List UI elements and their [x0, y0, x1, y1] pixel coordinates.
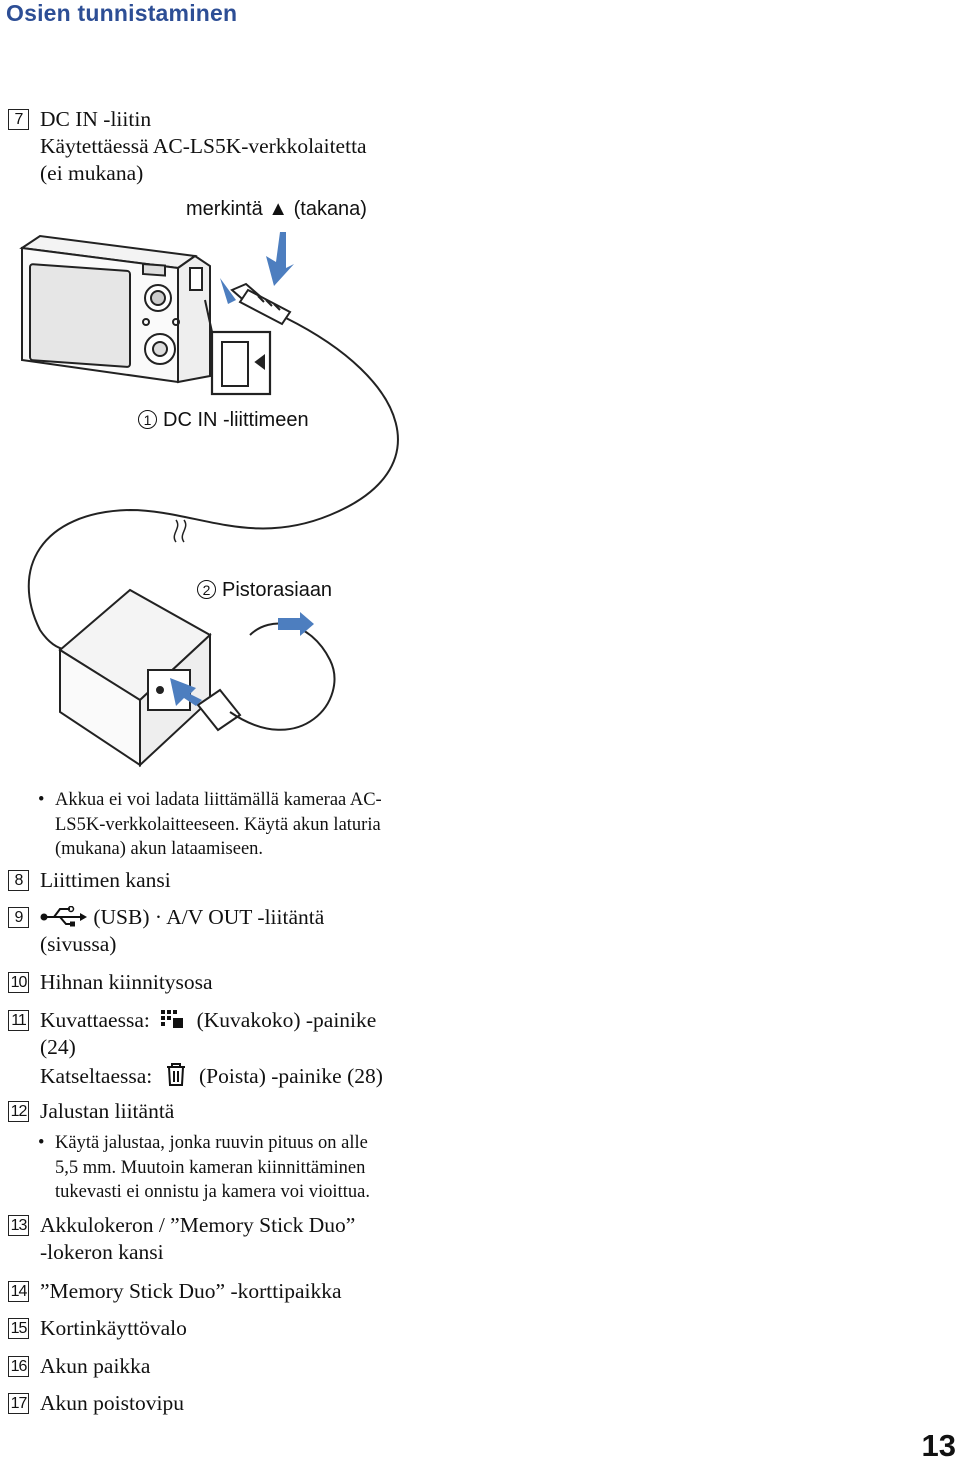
item-number: 11	[8, 1010, 29, 1031]
step-text: Pistorasiaan	[222, 579, 333, 601]
item-number: 12	[8, 1101, 29, 1122]
image-size-icon	[161, 1010, 184, 1028]
note-line: 5,5 mm. Muutoin kameran kiinnittäminen	[55, 1157, 366, 1178]
note-line: (mukana) akun lataamiseen.	[55, 839, 264, 859]
step-number: 2	[197, 580, 216, 599]
item-label: Hihnan kiinnitysosa	[40, 970, 213, 994]
item-label: -lokeron kansi	[40, 1240, 164, 1264]
camera-illustration	[19, 234, 211, 384]
step1-label: 1 DC IN -liittimeen	[138, 409, 309, 432]
ac-adaptor-illustration	[58, 588, 336, 768]
item-label: DC IN -liitin	[40, 107, 152, 131]
item-desc: (sivussa)	[40, 932, 117, 956]
item-number: 17	[8, 1393, 29, 1414]
item-number: 13	[8, 1215, 29, 1236]
item-desc: (24)	[40, 1035, 76, 1059]
section-header: Osien tunnistaminen	[6, 0, 238, 26]
item-label: Jalustan liitäntä	[40, 1099, 175, 1123]
item-label: Akun poistovipu	[40, 1391, 184, 1415]
item-label: Kortinkäyttövalo	[40, 1316, 187, 1340]
item-number: 16	[8, 1356, 29, 1377]
page-number: 13	[921, 1428, 956, 1463]
item-number: 15	[8, 1318, 29, 1339]
item-label: ”Memory Stick Duo” -korttipaikka	[40, 1279, 342, 1303]
item-desc: (ei mukana)	[40, 161, 144, 185]
item-label: Liittimen kansi	[40, 868, 171, 892]
note-line: tukevasti ei onnistu ja kamera voi vioit…	[55, 1182, 370, 1202]
item-number: 9	[8, 907, 29, 928]
item-label: Akkulokeron / ”Memory Stick Duo”	[40, 1213, 356, 1237]
item-label: Akun paikka	[40, 1354, 151, 1378]
step-number: 1	[138, 410, 157, 429]
item-number: 10	[8, 972, 29, 993]
item-desc: (Poista) -painike (28)	[199, 1064, 383, 1088]
item-label: (USB) · A/V OUT -liitäntä	[93, 905, 325, 929]
step2-label: 2 Pistorasiaan	[197, 579, 332, 602]
mark-label: merkintä ▲ (takana)	[186, 198, 367, 220]
note-line: Akkua ei voi ladata liittämällä kameraa …	[55, 790, 382, 810]
step-text: DC IN -liittimeen	[163, 409, 309, 431]
item-desc: (Kuvakoko) -painike	[196, 1008, 377, 1032]
bullet-icon: •	[38, 790, 45, 810]
arrow-icon	[170, 232, 314, 706]
note-line: Käytä jalustaa, jonka ruuvin pituus on a…	[55, 1133, 368, 1153]
usb-icon	[40, 906, 87, 927]
item-desc: Käytettäessä AC-LS5K-verkkolaitetta	[40, 134, 367, 158]
item-label: Kuvattaessa:	[40, 1008, 150, 1032]
bullet-icon: •	[38, 1133, 45, 1153]
note-line: LS5K-verkkolaitteeseen. Käytä akun latur…	[55, 814, 381, 835]
item-label: Katseltaessa:	[40, 1064, 153, 1088]
item-number: 14	[8, 1281, 29, 1302]
trash-icon	[166, 1063, 185, 1086]
item-number: 8	[8, 870, 29, 891]
item-number: 7	[8, 109, 29, 130]
